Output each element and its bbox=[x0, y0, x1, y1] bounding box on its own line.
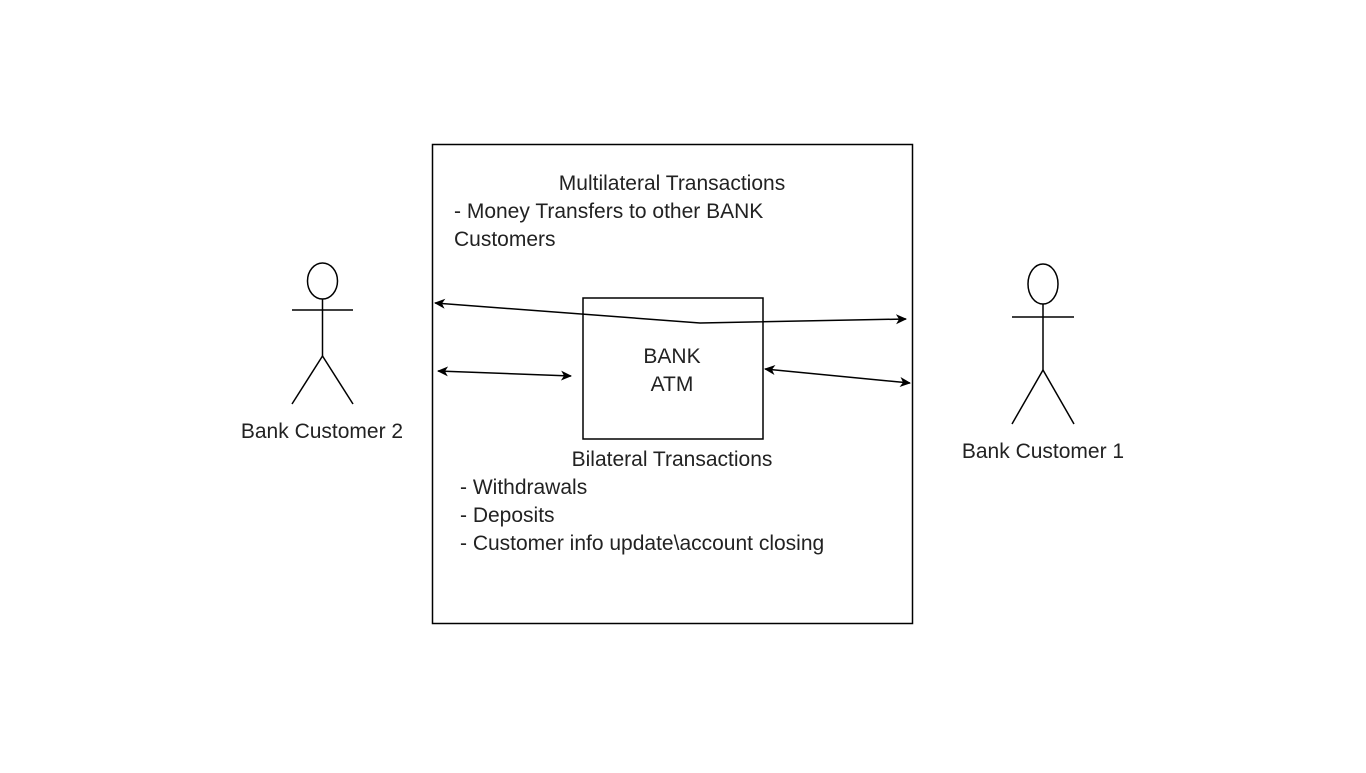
bilateral-connector-right bbox=[764, 364, 911, 388]
atm-label-line-1: BANK bbox=[643, 345, 700, 368]
multilateral-connector bbox=[434, 298, 907, 325]
actor-2-head bbox=[306, 262, 339, 300]
bilateral-title: Bilateral Transactions bbox=[572, 448, 773, 471]
multilateral-title: Multilateral Transactions bbox=[559, 172, 785, 195]
bilateral-line-1: - Withdrawals bbox=[460, 476, 587, 499]
actor-1-head bbox=[1027, 263, 1059, 305]
actor-2-right-leg bbox=[321, 355, 354, 405]
system-boundary bbox=[431, 143, 914, 625]
actor-bank-customer-2 bbox=[291, 262, 354, 405]
atm-label-line-2: ATM bbox=[651, 373, 694, 396]
actor-1-right-leg bbox=[1042, 369, 1075, 425]
actor-bank-customer-1 bbox=[1011, 263, 1075, 425]
bilateral-line-3: - Customer info update\account closing bbox=[460, 532, 824, 555]
actor-1-label: Bank Customer 1 bbox=[962, 440, 1124, 463]
actor-2-left-leg bbox=[291, 355, 324, 405]
multilateral-line-2: Customers bbox=[454, 228, 556, 251]
multilateral-line-1: - Money Transfers to other BANK bbox=[454, 200, 763, 223]
atm-box bbox=[582, 297, 764, 440]
actor-1-left-leg bbox=[1011, 369, 1044, 425]
actor-2-label: Bank Customer 2 bbox=[241, 420, 403, 443]
bilateral-connector-left bbox=[437, 366, 572, 381]
bilateral-line-2: - Deposits bbox=[460, 504, 555, 527]
